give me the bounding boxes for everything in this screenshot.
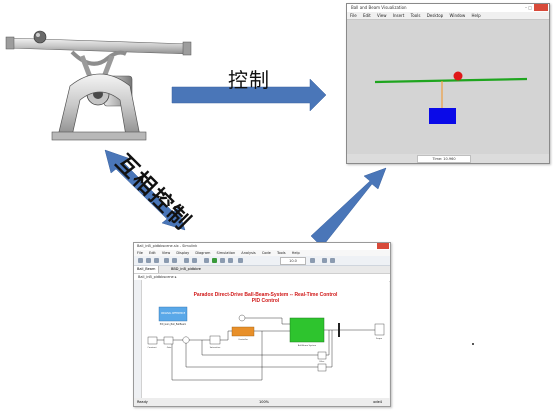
gain-block xyxy=(163,336,174,345)
vr-menu-help[interactable]: Help xyxy=(471,13,481,18)
vr-status-bar: Time: 10.960 xyxy=(347,154,549,163)
tab-model[interactable]: BBD_inB_pidbbre xyxy=(171,267,201,271)
palette-strip xyxy=(134,280,142,398)
open-icon[interactable] xyxy=(146,258,151,263)
simulink-toolbar: 10.0 xyxy=(134,256,390,266)
record-icon[interactable] xyxy=(238,258,243,263)
step-block-caption: Constant xyxy=(148,346,157,349)
vr-menu-file[interactable]: File xyxy=(350,13,357,18)
simulink-menu-bar: File Edit View Display Diagram Simulatio… xyxy=(134,250,390,256)
build-icon[interactable] xyxy=(322,258,327,263)
gain-block-caption: Gain xyxy=(167,347,172,349)
model-title-line2: PID Control xyxy=(251,298,280,304)
minimize-maximize-icons[interactable]: – □ xyxy=(524,5,532,10)
saturation-block xyxy=(209,335,221,345)
stray-dot xyxy=(472,343,474,345)
vr-beam xyxy=(374,77,528,84)
status-zoom: 100% xyxy=(259,400,270,404)
model-title: Paradox Direct-Drive Ball-Beam-System --… xyxy=(142,292,389,304)
saturation-block-caption: Saturation xyxy=(210,346,221,349)
sl-menu-simulation[interactable]: Simulation xyxy=(216,251,236,255)
sl-menu-code[interactable]: Code xyxy=(261,251,271,255)
filter-block-2 xyxy=(317,363,327,372)
simulink-window: Ball_inB_pidbbscene.slx - Simulink File … xyxy=(133,242,391,407)
status-solver: ode4 xyxy=(373,400,382,404)
status-ready: Ready xyxy=(137,400,148,404)
control-label: 控制 xyxy=(228,68,270,92)
sl-menu-help[interactable]: Help xyxy=(291,251,300,255)
library-icon[interactable] xyxy=(184,258,189,263)
vr-menu-window[interactable]: Window xyxy=(449,13,466,18)
connect-icon[interactable] xyxy=(330,258,335,263)
filter-block-caption: Filter xyxy=(320,360,325,363)
mutual-control-arrow xyxy=(104,149,186,231)
info-block xyxy=(158,306,188,322)
step-forward-icon[interactable] xyxy=(220,258,225,263)
controller-block xyxy=(231,326,255,337)
close-icon[interactable] xyxy=(377,243,389,249)
vr-menu-edit[interactable]: Edit xyxy=(362,13,371,18)
redo-icon[interactable] xyxy=(172,258,177,263)
reference-block xyxy=(238,314,246,322)
undo-icon[interactable] xyxy=(164,258,169,263)
simulink-window-title: Ball_inB_pidbbscene.slx - Simulink xyxy=(137,244,198,248)
mux-bar xyxy=(338,323,340,337)
stop-icon[interactable] xyxy=(228,258,233,263)
scope-block-caption: Scope xyxy=(376,338,383,340)
simulink-title-bar: Ball_inB_pidbbscene.slx - Simulink xyxy=(134,243,390,250)
save-icon[interactable] xyxy=(154,258,159,263)
new-icon[interactable] xyxy=(138,258,143,263)
controller-block-caption: Controller xyxy=(238,338,248,341)
scope-block xyxy=(374,323,385,336)
simulink-tabs: Ball_Beam BBD_inB_pidbbre xyxy=(134,266,390,274)
vr-base-block xyxy=(429,108,456,124)
sum-block xyxy=(182,336,190,344)
vr-scene xyxy=(349,21,547,153)
step-back-icon[interactable] xyxy=(204,258,209,263)
info-block-text: ORIGINAL REFERENCE xyxy=(161,312,186,315)
vr-title-bar: Ball and Beam Visualization – □ xyxy=(347,4,549,12)
plant-block-caption: Ball-Beam System xyxy=(298,344,316,347)
simulink-status-bar: Ready 100% ode4 xyxy=(134,398,390,406)
time-readout: Time: 10.960 xyxy=(417,155,471,163)
step-block xyxy=(147,336,158,345)
sl-menu-tools[interactable]: Tools xyxy=(276,251,286,255)
run-icon[interactable] xyxy=(212,258,217,263)
stop-time-field[interactable]: 10.0 xyxy=(280,257,306,265)
plant-block xyxy=(289,317,325,343)
config-icon[interactable] xyxy=(192,258,197,263)
control-arrow xyxy=(171,78,327,112)
vr-menu-tools[interactable]: Tools xyxy=(410,13,421,18)
sl-menu-analysis[interactable]: Analysis xyxy=(241,251,256,255)
sl-menu-edit[interactable]: Edit xyxy=(148,251,156,255)
model-title-line1: Paradox Direct-Drive Ball-Beam-System --… xyxy=(193,292,338,298)
sl-menu-display[interactable]: Display xyxy=(176,251,190,255)
sl-menu-file[interactable]: File xyxy=(137,251,143,255)
vr-menu-desktop[interactable]: Desktop xyxy=(426,13,444,18)
vr-visualization-window: Ball and Beam Visualization – □ File Edi… xyxy=(346,3,550,164)
vr-window-title: Ball and Beam Visualization xyxy=(351,5,407,10)
vr-ball xyxy=(453,71,463,81)
ball-beam-device xyxy=(5,30,192,141)
info-block-subtitle: PID_Gain_Ball_BallBeam xyxy=(160,323,186,326)
vr-menu-view[interactable]: View xyxy=(377,13,387,18)
simulink-to-vr-arrow xyxy=(310,167,387,248)
tab-ball-beam[interactable]: Ball_Beam xyxy=(134,266,160,273)
filter-block-1 xyxy=(317,351,327,360)
model-canvas: Paradox Direct-Drive Ball-Beam-System --… xyxy=(142,280,389,398)
sl-menu-view[interactable]: View xyxy=(161,251,171,255)
sl-menu-diagram[interactable]: Diagram xyxy=(195,251,211,255)
close-icon[interactable] xyxy=(534,4,548,11)
vr-menu-bar: File Edit View Insert Tools Desktop Wind… xyxy=(347,12,549,20)
mode-icon[interactable] xyxy=(310,258,315,263)
block-diagram: ORIGINAL REFERENCE PID_Gain_Ball_BallBea… xyxy=(147,306,385,381)
vr-menu-insert[interactable]: Insert xyxy=(392,13,405,18)
